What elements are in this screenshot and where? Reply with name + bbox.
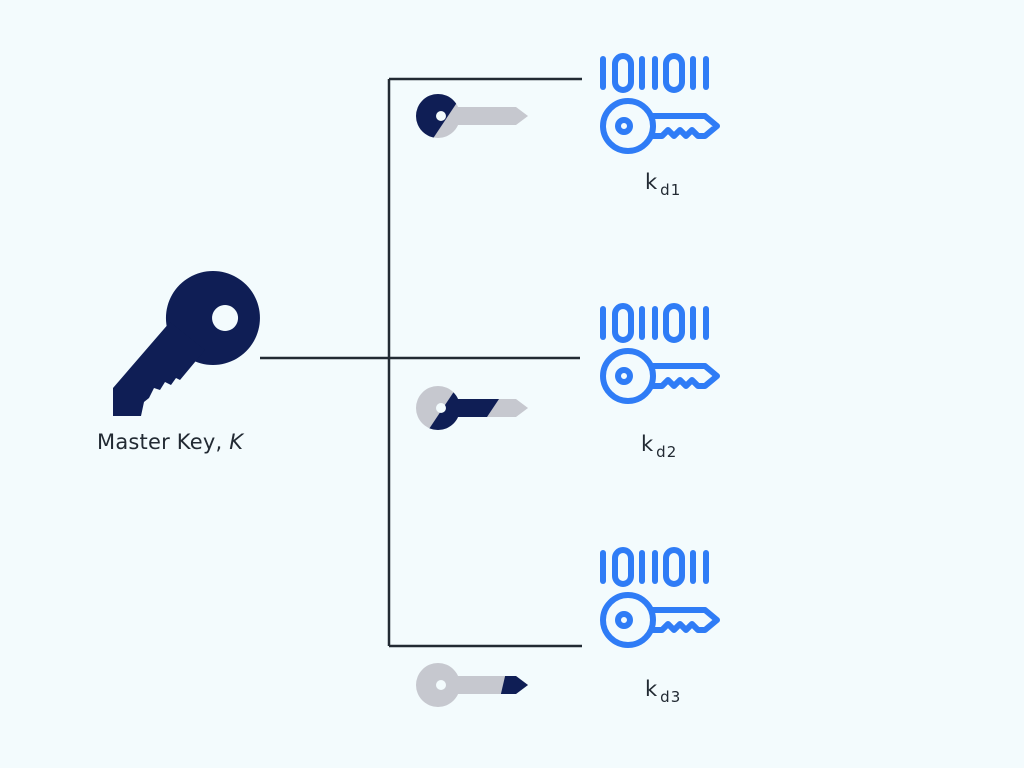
derived-key-label-sub: d3 bbox=[660, 688, 682, 706]
derived-key-label-main: k bbox=[645, 170, 658, 194]
master-key-label-text: Master Key, bbox=[97, 430, 230, 454]
derived-key-label-sub: d1 bbox=[660, 181, 682, 199]
master-key-label: Master Key, K bbox=[97, 430, 243, 454]
master-key-variable: K bbox=[229, 430, 244, 454]
derived-key-label-main: k bbox=[645, 677, 658, 701]
connector-lines bbox=[260, 77, 582, 648]
key-fragment-icon bbox=[416, 663, 528, 707]
derived-key-label-sub: d2 bbox=[656, 443, 678, 461]
derived-key-icon-2 bbox=[600, 306, 717, 401]
key-fragment-icon bbox=[416, 386, 528, 430]
derived-key-icon-1 bbox=[600, 56, 717, 151]
master-key-icon bbox=[113, 271, 260, 416]
derived-key-label-main: k bbox=[641, 432, 654, 456]
derived-key-icon-3 bbox=[600, 550, 717, 645]
key-fragment-icon bbox=[416, 94, 528, 138]
